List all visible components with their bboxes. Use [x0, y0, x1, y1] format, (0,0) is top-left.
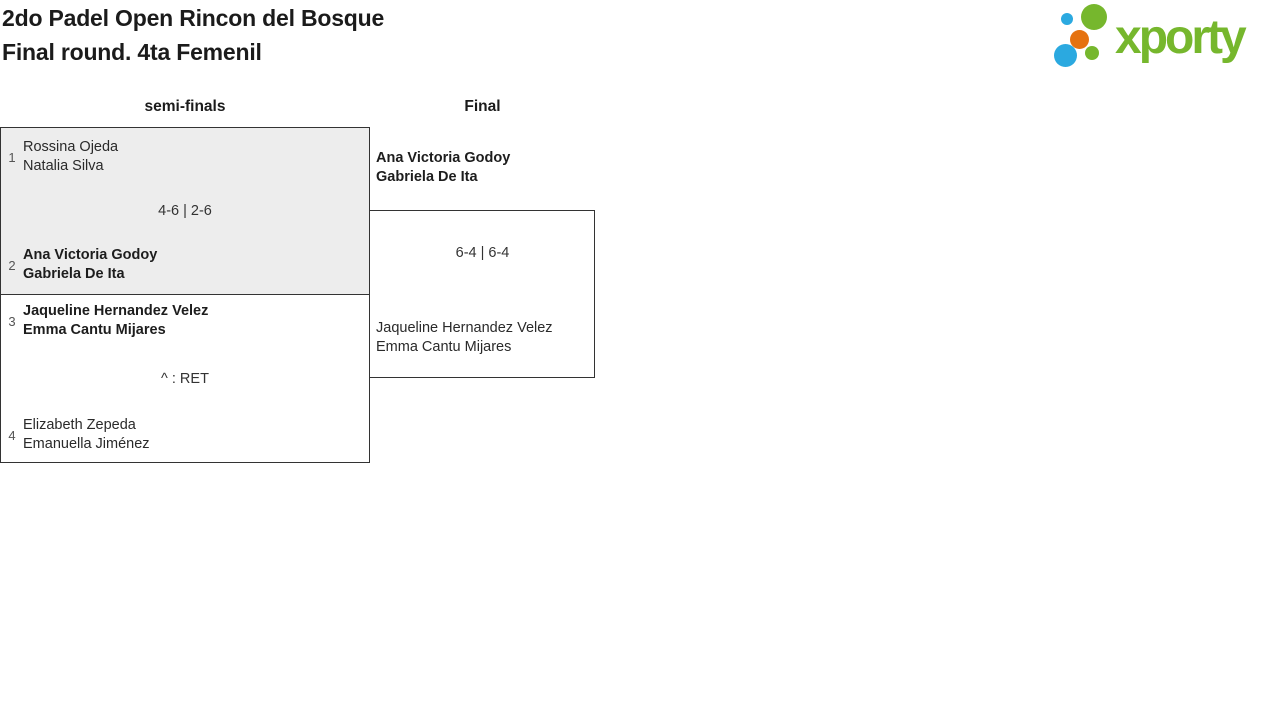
logo-dot-green-large-icon [1081, 4, 1107, 30]
player-name: Jaqueline Hernandez Velez [376, 320, 553, 336]
player-name: Elizabeth Zepeda [23, 417, 136, 433]
player-name: Natalia Silva [23, 158, 104, 175]
sf2-team-top: 3 Jaqueline Hernandez Velez Emma Cantu M… [0, 302, 208, 341]
player-name: Emma Cantu Mijares [376, 339, 512, 356]
tournament-name: 2do Padel Open Rincon del Bosque [2, 5, 385, 31]
final-match-box [369, 210, 595, 378]
final-team-bottom: Jaqueline Hernandez Velez Emma Cantu Mij… [376, 319, 553, 358]
player-name: Emanuella Jiménez [23, 436, 150, 453]
team-players: Elizabeth Zepeda Emanuella Jiménez [23, 416, 150, 455]
semifinal-2-match-box [0, 294, 370, 463]
page-title: 2do Padel Open Rincon del Bosque Final r… [2, 2, 384, 69]
logo-dot-blue-small-icon [1061, 13, 1073, 25]
player-name: Ana Victoria Godoy [23, 247, 158, 263]
seed-number: 2 [8, 257, 16, 273]
player-name: Ana Victoria Godoy [376, 150, 511, 166]
logo-dot-blue-large-icon [1054, 44, 1077, 67]
team-players: Rossina Ojeda Natalia Silva [23, 138, 118, 177]
sf1-team-bottom: 2 Ana Victoria Godoy Gabriela De Ita [0, 246, 157, 285]
seed-number: 3 [8, 313, 16, 329]
column-header-semifinals: semi-finals [144, 98, 226, 115]
sf1-score: 4-6 | 2-6 [158, 203, 212, 219]
final-score: 6-4 | 6-4 [455, 245, 510, 261]
sf2-team-bottom: 4 Elizabeth Zepeda Emanuella Jiménez [0, 416, 150, 455]
column-header-final: Final [464, 98, 501, 115]
logo-dot-orange-icon [1070, 30, 1089, 49]
sf1-team-top: 1 Rossina Ojeda Natalia Silva [0, 138, 118, 177]
player-name: Gabriela De Ita [23, 266, 125, 283]
final-team-top: Ana Victoria Godoy Gabriela De Ita [376, 149, 510, 188]
player-name: Gabriela De Ita [376, 169, 478, 186]
seed-number: 4 [8, 427, 16, 443]
team-players: Jaqueline Hernandez Velez Emma Cantu Mij… [376, 319, 553, 358]
player-name: Rossina Ojeda [23, 139, 119, 155]
logo-dot-green-small-icon [1085, 46, 1099, 60]
seed-number: 1 [8, 149, 16, 165]
team-players: Ana Victoria Godoy Gabriela De Ita [376, 149, 510, 188]
team-players: Ana Victoria Godoy Gabriela De Ita [23, 246, 157, 285]
round-category-subtitle: Final round. 4ta Femenil [2, 38, 262, 65]
player-name: Jaqueline Hernandez Velez [23, 303, 209, 319]
semifinal-1-match-box [0, 127, 370, 295]
player-name: Emma Cantu Mijares [23, 322, 166, 339]
team-players: Jaqueline Hernandez Velez Emma Cantu Mij… [23, 302, 208, 341]
logo-wordmark: xporty [1115, 11, 1247, 64]
sf2-score: ^ : RET [161, 371, 209, 387]
